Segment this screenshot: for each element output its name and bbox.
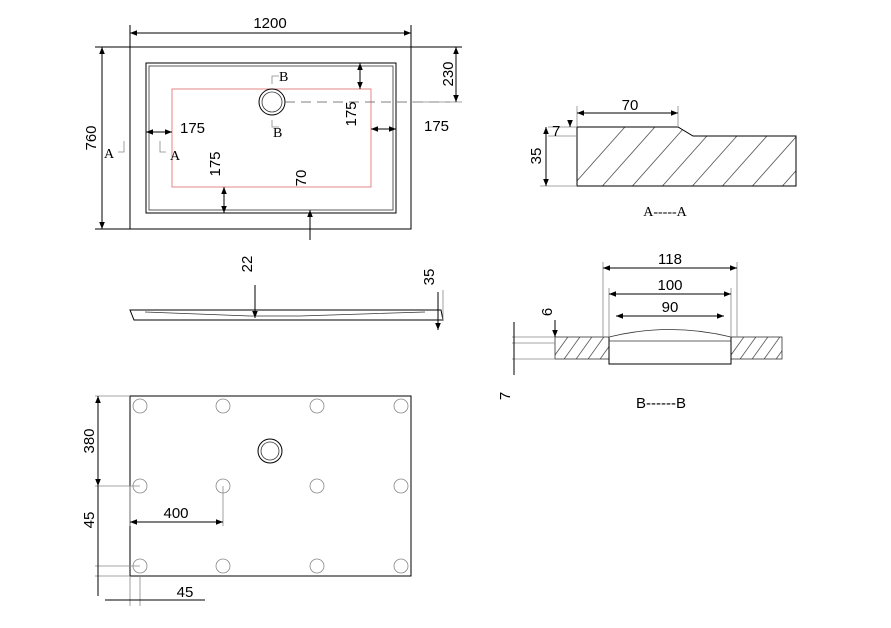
section-b-waste-top: [608, 329, 732, 338]
section-a-marker-left: [118, 141, 125, 153]
depth-label: 22: [239, 256, 256, 273]
section-a: 70 7 35 A-----A: [528, 97, 797, 220]
base-view: 380 45 400 45: [81, 395, 412, 606]
support-foot-icon: [132, 398, 148, 414]
section-a-right-label: A: [170, 149, 181, 164]
waste-outlet-inner-icon: [261, 91, 283, 113]
section-b-mid-label: 100: [657, 277, 682, 294]
base-waste-icon: [257, 438, 283, 464]
section-b-waste-body: [608, 337, 732, 365]
inner-zone: [171, 88, 372, 188]
waste-outlet-icon: [258, 88, 286, 116]
tray-rim-inner: [148, 65, 394, 211]
section-b-top-label: B: [279, 70, 288, 85]
section-a-left-label: A: [104, 147, 115, 162]
bottom-offset-label: 70: [293, 170, 310, 187]
support-foot-icon: [393, 558, 409, 574]
base-outline: [129, 395, 412, 577]
side-height-label: 35: [421, 269, 438, 286]
section-b-top-label: 6: [539, 308, 556, 316]
support-foot-icon: [215, 558, 231, 574]
support-foot-icon: [309, 558, 325, 574]
spacing-v-label: 380: [81, 428, 98, 453]
section-b-slab-left: [554, 336, 610, 360]
section-b-bottom-label: 7: [497, 392, 514, 400]
section-b-outer-label: 118: [658, 251, 682, 268]
section-b-marker-top: [271, 75, 279, 84]
inner-top-label: 175: [343, 101, 360, 126]
inner-bottom-left-label: 175: [207, 151, 224, 176]
section-a-marker-right: [159, 141, 166, 153]
section-b-caption: B------B: [636, 395, 686, 412]
inner-right-label: 175: [424, 118, 449, 135]
support-foot-icon: [309, 398, 325, 414]
support-foot-icon: [393, 398, 409, 414]
section-a-hatch: [577, 127, 796, 186]
base-waste-inner-icon: [260, 441, 280, 461]
section-a-height-label: 35: [528, 148, 545, 165]
section-b-hatch-left: [555, 337, 609, 359]
section-b-bottom-label: B: [273, 126, 282, 141]
side-view: 22 35: [129, 256, 444, 330]
section-a-top-label: 70: [622, 97, 639, 114]
section-a-step-label: 7: [552, 123, 560, 140]
support-foot-icon: [309, 478, 325, 494]
support-feet: [132, 398, 409, 574]
support-foot-icon: [393, 478, 409, 494]
side-profile-inner: [144, 311, 426, 317]
top-view: 1200 760 230 175 175 175 175 70 A A B B: [83, 15, 462, 240]
waste-offset-label: 230: [440, 61, 457, 86]
spacing-h-label: 400: [163, 505, 188, 522]
section-b-marker-bottom: [271, 120, 279, 128]
section-a-caption: A-----A: [643, 205, 687, 220]
inner-left-label: 175: [180, 120, 205, 137]
width-label: 1200: [253, 15, 286, 32]
section-b-slab-right: [730, 336, 783, 360]
tray-outline: [129, 46, 412, 230]
support-foot-icon: [215, 398, 231, 414]
tray-rim: [145, 62, 397, 214]
height-label: 760: [83, 125, 100, 150]
section-b: 118 100 90 6 7 B------B: [497, 251, 783, 412]
section-b-inner-label: 90: [662, 299, 679, 316]
side-profile: [129, 309, 444, 321]
section-b-hatch-right: [731, 337, 782, 359]
edge-v-label: 45: [81, 512, 98, 529]
edge-h-label: 45: [177, 584, 194, 601]
